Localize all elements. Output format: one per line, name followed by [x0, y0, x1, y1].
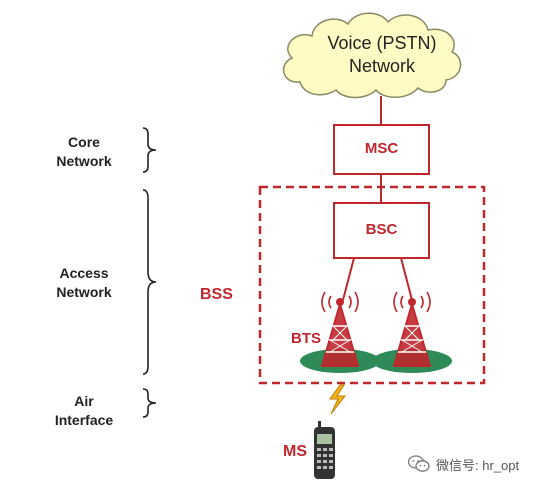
bsc-box — [333, 202, 430, 259]
core-network-label: Core Network — [40, 133, 128, 171]
access-network-brace — [142, 189, 157, 375]
core-network-line2: Network — [56, 153, 112, 169]
access-network-line2: Network — [56, 284, 112, 300]
air-interface-brace — [142, 388, 157, 418]
bts-tower-1 — [320, 291, 360, 367]
air-interface-line1: Air — [74, 393, 94, 409]
mobile-phone-icon — [314, 421, 335, 479]
air-interface-label: Air Interface — [40, 392, 128, 430]
bts-label: BTS — [291, 330, 321, 347]
bsc-label: BSC — [365, 221, 398, 238]
msc-box — [333, 124, 430, 175]
lightning-icon — [329, 384, 347, 415]
msc-label: MSC — [364, 140, 399, 157]
pstn-cloud-label: Voice (PSTN) Network — [302, 32, 462, 78]
pstn-cloud — [282, 12, 462, 99]
bts-tower-2 — [392, 291, 432, 367]
pstn-cloud-line2: Network — [348, 56, 415, 76]
air-interface-line2: Interface — [54, 412, 114, 428]
bss-boundary — [258, 185, 486, 385]
core-network-brace — [142, 127, 157, 173]
wechat-watermark: 微信号: hr_opt — [408, 453, 519, 475]
wechat-id-text: 微信号: hr_opt — [436, 457, 520, 473]
access-network-label: Access Network — [40, 264, 128, 302]
wechat-icon — [408, 455, 430, 472]
bsc-bts2-link — [400, 257, 413, 301]
bsc-bts1-link — [342, 257, 355, 301]
core-network-line1: Core — [68, 134, 100, 150]
bss-label: BSS — [200, 286, 233, 303]
ms-label: MS — [283, 443, 307, 460]
access-network-line1: Access — [59, 265, 109, 281]
pstn-cloud-line1: Voice (PSTN) — [327, 33, 437, 53]
